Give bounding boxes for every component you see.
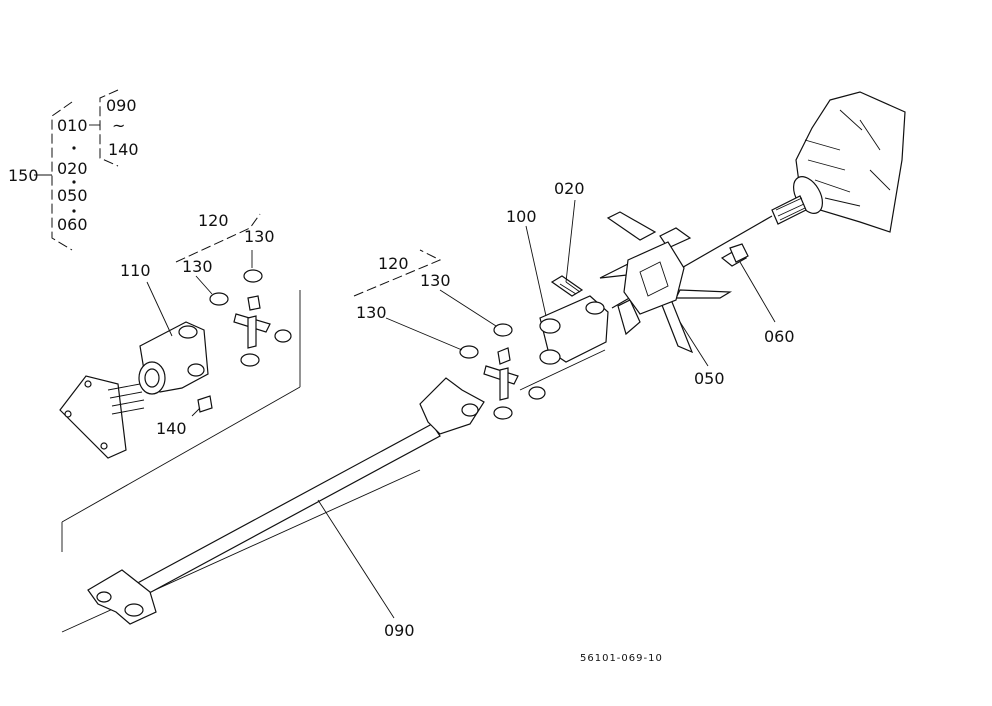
callout-050: 050 — [694, 369, 725, 388]
bolt-020 — [550, 275, 584, 297]
callout-labels: 110 120 130 130 140 120 130 130 100 020 … — [120, 179, 795, 640]
bolt-060 — [720, 243, 749, 267]
legend-item-060: 060 — [57, 215, 88, 234]
mounting-plate — [59, 375, 145, 459]
callout-130-right-a: 130 — [420, 271, 451, 290]
yoke-110 — [138, 321, 209, 395]
legend-item-050: 050 — [57, 186, 88, 205]
gearbox-housing — [771, 91, 906, 233]
grease-fitting-140 — [197, 395, 213, 413]
legend-assembly-number: 150 — [8, 166, 39, 185]
cooling-fan — [599, 211, 733, 354]
legend-item-020: 020 — [57, 159, 88, 178]
legend-sub-range-start: 090 — [106, 96, 137, 115]
callout-090: 090 — [384, 621, 415, 640]
callout-120-right: 120 — [378, 254, 409, 273]
callout-140: 140 — [156, 419, 187, 438]
drawing-code: 56101-069-10 — [580, 653, 663, 664]
callout-020: 020 — [554, 179, 585, 198]
legend-sub-range-end: 140 — [108, 140, 139, 159]
callout-130-right-b: 130 — [356, 303, 387, 322]
drive-shaft-090 — [87, 377, 485, 625]
callout-130-left-b: 130 — [244, 227, 275, 246]
callout-110: 110 — [120, 261, 151, 280]
yoke-100 — [539, 295, 609, 365]
assembly-legend: 150 010 020 050 060 090 ~ 140 — [8, 89, 139, 251]
callout-130-left-a: 130 — [182, 257, 213, 276]
universal-joint-left — [209, 269, 292, 367]
callout-120-left: 120 — [198, 211, 229, 230]
legend-sub-range-separator: ~ — [112, 116, 125, 135]
universal-joint-right — [459, 323, 546, 420]
callout-060: 060 — [764, 327, 795, 346]
leader-lines — [146, 199, 776, 619]
callout-100: 100 — [506, 207, 537, 226]
legend-item-010: 010 — [57, 116, 88, 135]
